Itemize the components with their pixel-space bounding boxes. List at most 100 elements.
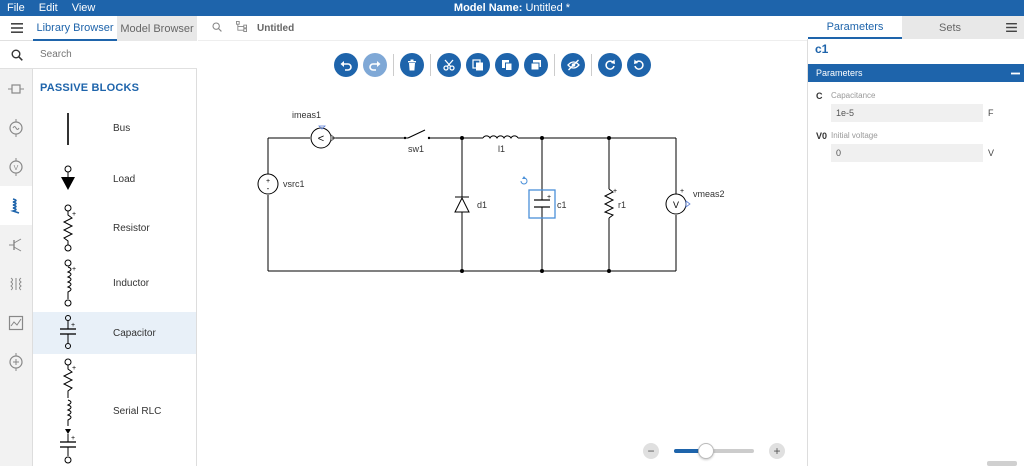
load-symbol-icon bbox=[61, 165, 75, 190]
rail-item-meters[interactable]: V bbox=[0, 147, 32, 186]
tab-library-browser[interactable]: Library Browser bbox=[33, 16, 117, 41]
toolbar-separator bbox=[554, 54, 555, 76]
cut-icon bbox=[443, 59, 455, 71]
param-key: V0 bbox=[816, 130, 828, 141]
model-name: Model Name: Untitled * bbox=[0, 2, 1024, 14]
parameters-section-header[interactable]: Parameters bbox=[808, 64, 1024, 82]
rail-item-controlled-sources[interactable] bbox=[0, 342, 32, 381]
search-input[interactable] bbox=[33, 49, 183, 60]
toolbar-separator bbox=[591, 54, 592, 76]
category-rail: V bbox=[0, 69, 33, 466]
controlled-source-icon bbox=[9, 352, 23, 371]
hierarchy-button[interactable] bbox=[236, 21, 247, 35]
rail-item-semiconductors[interactable] bbox=[0, 225, 32, 264]
hide-button[interactable] bbox=[561, 53, 585, 77]
rail-item-transformers[interactable] bbox=[0, 264, 32, 303]
library-section-title: PASSIVE BLOCKS bbox=[40, 82, 140, 94]
source-icon bbox=[9, 118, 23, 137]
copy-button[interactable] bbox=[466, 53, 490, 77]
zoom-control: − + bbox=[643, 441, 785, 461]
search-icon bbox=[11, 49, 23, 61]
rail-item-connectors[interactable] bbox=[0, 69, 32, 108]
capacitor-symbol-icon: + bbox=[60, 315, 76, 349]
hierarchy-icon bbox=[236, 21, 247, 32]
search-icon bbox=[212, 22, 222, 32]
svg-text:+: + bbox=[71, 435, 75, 442]
library-item-resistor[interactable]: + Resistor bbox=[33, 202, 196, 254]
undo-button[interactable] bbox=[334, 53, 358, 77]
library-item-label: Capacitor bbox=[113, 327, 156, 339]
menu-icon bbox=[1005, 23, 1017, 32]
search-button[interactable] bbox=[0, 49, 33, 61]
menu-view[interactable]: View bbox=[71, 2, 96, 14]
library-item-serial-rlc[interactable]: ++ Serial RLC bbox=[33, 354, 196, 466]
library-item-load[interactable]: Load bbox=[33, 156, 196, 202]
resistor-symbol-icon: + bbox=[62, 204, 76, 252]
scope-icon bbox=[8, 315, 24, 330]
rotate-ccw-icon bbox=[634, 59, 644, 70]
passive-icon bbox=[10, 197, 20, 214]
param-row-v0: V0 Initial voltage bbox=[808, 127, 1024, 144]
collapse-icon bbox=[1011, 72, 1020, 74]
library-item-label: Serial RLC bbox=[113, 406, 162, 417]
selected-component-name: c1 bbox=[815, 42, 829, 56]
rotate-cw-icon bbox=[605, 59, 615, 70]
properties-menu-button[interactable] bbox=[998, 16, 1024, 39]
cut-button[interactable] bbox=[437, 53, 461, 77]
tab-model-browser[interactable]: Model Browser bbox=[117, 16, 197, 41]
library-search bbox=[0, 41, 197, 69]
menu-file[interactable]: File bbox=[7, 2, 25, 14]
tab-parameters[interactable]: Parameters bbox=[808, 16, 902, 39]
inductor-symbol-icon: + bbox=[64, 259, 76, 307]
library-tabs: Library Browser Model Browser bbox=[33, 16, 197, 41]
svg-text:V: V bbox=[14, 165, 19, 172]
toolbar-separator bbox=[393, 54, 394, 76]
svg-text:+: + bbox=[72, 365, 76, 372]
library-item-inductor[interactable]: + Inductor bbox=[33, 254, 196, 312]
library-item-label: Resistor bbox=[113, 222, 150, 234]
paste-icon bbox=[502, 60, 513, 71]
tab-sets[interactable]: Sets bbox=[902, 16, 998, 39]
paste-button[interactable] bbox=[495, 53, 519, 77]
delete-button[interactable] bbox=[400, 53, 424, 77]
model-name-value: Untitled * bbox=[525, 2, 571, 14]
menu-edit[interactable]: Edit bbox=[38, 2, 58, 14]
zoom-out-button[interactable]: − bbox=[643, 443, 659, 459]
library-item-bus[interactable]: Bus bbox=[33, 101, 196, 156]
rail-item-sources[interactable] bbox=[0, 108, 32, 147]
redo-icon bbox=[369, 61, 381, 71]
param-description: Capacitance bbox=[831, 91, 876, 100]
library-item-capacitor[interactable]: + Capacitor bbox=[33, 312, 196, 354]
svg-text:+: + bbox=[71, 322, 75, 329]
param-unit: F bbox=[988, 108, 994, 118]
left-menu-button[interactable] bbox=[0, 16, 33, 41]
rotate-cw-button[interactable] bbox=[598, 53, 622, 77]
rail-item-scopes[interactable] bbox=[0, 303, 32, 342]
capacitance-input[interactable] bbox=[831, 104, 983, 122]
zoom-in-button[interactable]: + bbox=[769, 443, 785, 459]
model-name-label: Model Name: bbox=[453, 2, 523, 14]
undo-icon bbox=[340, 61, 352, 71]
library-item-label: Inductor bbox=[113, 277, 150, 289]
initial-voltage-input[interactable] bbox=[831, 144, 983, 162]
copy-icon bbox=[472, 59, 483, 71]
duplicate-button[interactable] bbox=[524, 53, 548, 77]
properties-panel: c1 Parameters C Capacitance F V0 Initial… bbox=[807, 39, 1024, 466]
serial-rlc-symbol-icon: ++ bbox=[60, 358, 76, 463]
schematic-canvas[interactable] bbox=[198, 41, 807, 466]
zoom-slider[interactable] bbox=[674, 443, 754, 459]
svg-text:+: + bbox=[72, 211, 76, 218]
rail-item-passive[interactable] bbox=[0, 186, 32, 225]
toolbar-separator bbox=[430, 54, 431, 76]
canvas-title: Untitled bbox=[257, 22, 295, 34]
library-item-label: Bus bbox=[113, 123, 131, 134]
menu-bar: File Edit View Model Name: Untitled * bbox=[0, 0, 1024, 16]
zoom-slider-thumb[interactable] bbox=[698, 443, 714, 459]
hide-icon bbox=[566, 59, 580, 71]
rotate-ccw-button[interactable] bbox=[627, 53, 651, 77]
section-title: Parameters bbox=[816, 68, 863, 78]
bus-symbol-icon bbox=[67, 112, 69, 145]
redo-button[interactable] bbox=[363, 53, 387, 77]
canvas-search-button[interactable] bbox=[212, 21, 222, 35]
properties-scrollbar[interactable] bbox=[987, 461, 1017, 466]
